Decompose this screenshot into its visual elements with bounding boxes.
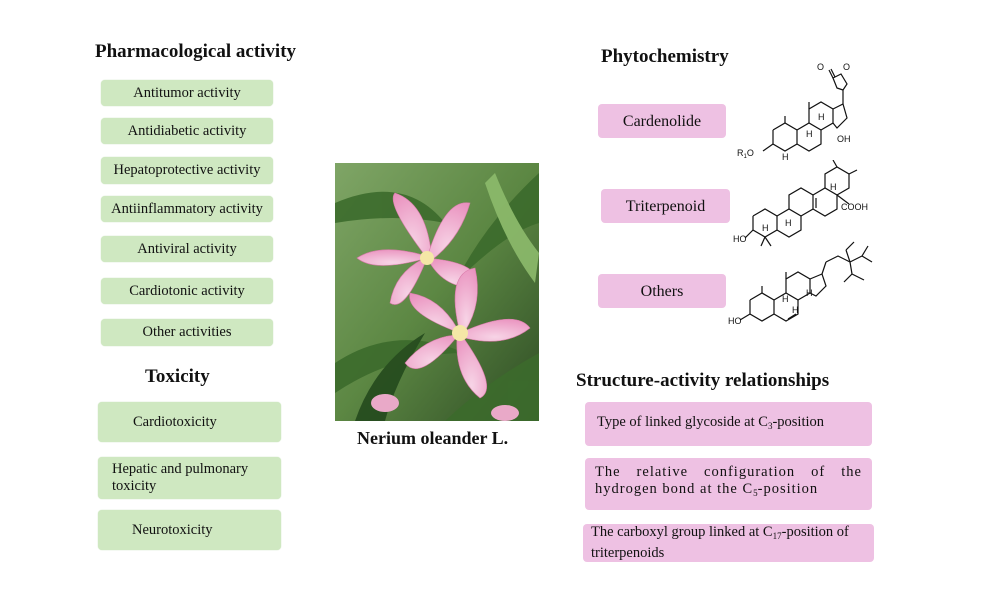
triterpenoid-structure: HO COOH H H H xyxy=(733,160,868,247)
toxicity-heading: Toxicity xyxy=(145,366,210,387)
sar-c17-text: The carboxyl group linked at C17-positio… xyxy=(591,524,849,561)
activity-box-antiviral: Antiviral activity xyxy=(101,236,273,262)
triterpenoid-cooh-label: COOH xyxy=(841,202,868,212)
phytochemistry-heading: Phytochemistry xyxy=(601,46,729,67)
sar-box-c3: Type of linked glycoside at C3-position xyxy=(585,402,872,446)
sar-box-c17: The carboxyl group linked at C17-positio… xyxy=(583,524,874,562)
triterpenoid-h2-label: H xyxy=(785,218,792,228)
toxicity-box-hepatic-pulmonary: Hepatic and pulmonary toxicity xyxy=(98,457,281,499)
sterol-h2-label: H xyxy=(792,305,799,315)
class-box-others: Others xyxy=(598,274,726,308)
cardenolide-oh-label: OH xyxy=(837,134,851,144)
activity-box-antitumor: Antitumor activity xyxy=(101,80,273,106)
activity-box-antiinflammatory: Antiinflammatory activity xyxy=(101,196,273,222)
activity-box-cardiotonic: Cardiotonic activity xyxy=(101,278,273,304)
class-box-cardenolide: Cardenolide xyxy=(598,104,726,138)
cardenolide-structure: R1O H H H OH O O xyxy=(737,62,851,162)
sar-c3-text: Type of linked glycoside at C3-position xyxy=(597,413,824,431)
cardenolide-h2-label: H xyxy=(806,129,813,139)
activity-box-other: Other activities xyxy=(101,319,273,346)
sar-heading: Structure-activity relationships xyxy=(576,370,830,391)
cardenolide-h3-label: H xyxy=(818,112,825,122)
triterpenoid-ho-label: HO xyxy=(733,234,747,244)
toxicity-box-cardio: Cardiotoxicity xyxy=(98,402,281,442)
sar-box-c5: The relative configuration of the hydrog… xyxy=(585,458,872,510)
sterol-ho-label: HO xyxy=(728,316,742,326)
plant-name-caption: Nerium oleander L. xyxy=(357,428,509,448)
triterpenoid-h1-label: H xyxy=(762,223,769,233)
class-box-triterpenoid: Triterpenoid xyxy=(601,189,730,223)
sar-c5-text: The relative configuration of the hydrog… xyxy=(595,464,862,498)
activity-box-antidiabetic: Antidiabetic activity xyxy=(101,118,273,144)
toxicity-box-neuro: Neurotoxicity xyxy=(98,510,281,550)
sterol-h1-label: H xyxy=(782,294,789,304)
nerium-oleander-photo xyxy=(335,163,539,421)
cardenolide-ring-o-label: O xyxy=(843,62,850,72)
cardenolide-r-label: R1O xyxy=(737,148,754,160)
cardenolide-o-label: O xyxy=(817,62,824,72)
activity-box-hepatoprotective: Hepatoprotective activity xyxy=(101,157,273,184)
cardenolide-h1-label: H xyxy=(782,152,789,162)
sterol-h3-label: H xyxy=(806,288,813,298)
triterpenoid-h3-label: H xyxy=(830,182,837,192)
pharmacology-heading: Pharmacological activity xyxy=(95,41,297,62)
sterol-structure: HO H H H xyxy=(728,241,873,326)
